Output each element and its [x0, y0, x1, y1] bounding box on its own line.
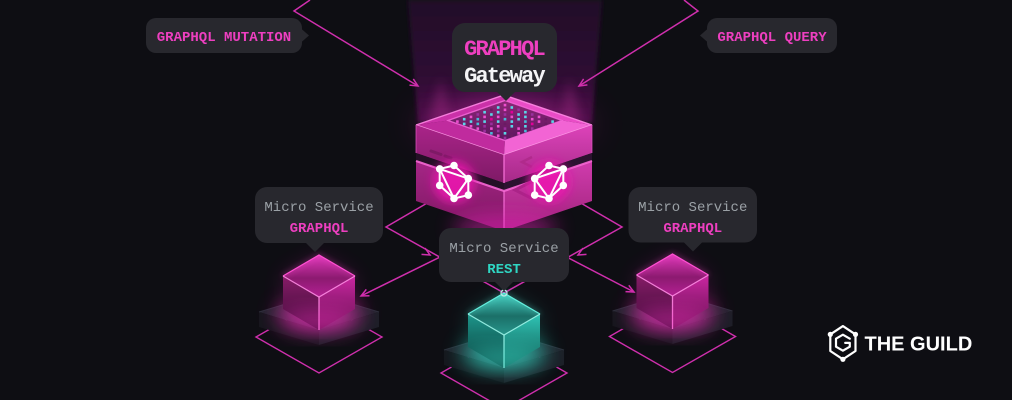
svg-text:THE GUILD: THE GUILD — [865, 334, 973, 356]
svg-text:REST: REST — [487, 262, 521, 278]
svg-text:GRAPHQL: GRAPHQL — [290, 221, 349, 237]
svg-text:GRAPHQL MUTATION: GRAPHQL MUTATION — [157, 30, 291, 46]
svg-text:GRAPHQL: GRAPHQL — [663, 221, 722, 237]
svg-text:Micro Service: Micro Service — [449, 241, 558, 257]
svg-text:Micro Service: Micro Service — [638, 200, 747, 216]
svg-text:GRAPHQL QUERY: GRAPHQL QUERY — [717, 30, 827, 46]
svg-text:Gateway: Gateway — [464, 64, 545, 89]
svg-text:GRAPHQL: GRAPHQL — [464, 37, 545, 62]
svg-text:Micro Service: Micro Service — [264, 200, 373, 216]
